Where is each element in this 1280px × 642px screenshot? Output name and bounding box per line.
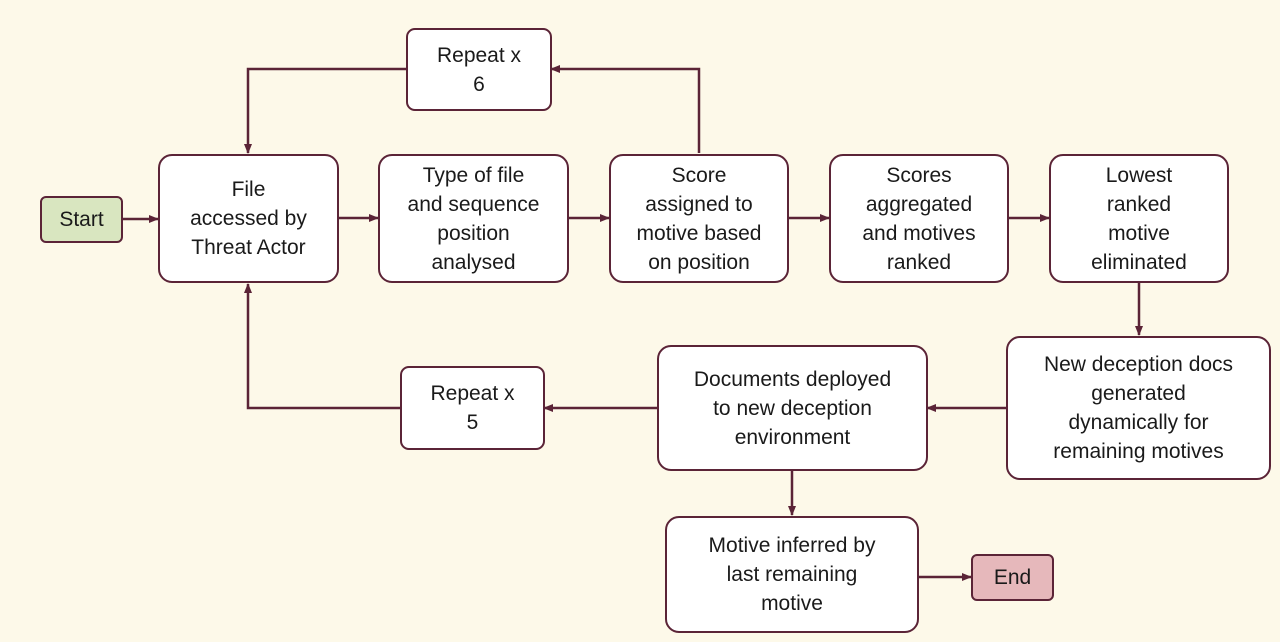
repeat-6-label: Repeat x 6 [436,43,522,96]
motive-inferred-label: Motive inferred by last remaining motive [708,534,876,615]
type-of-file-label: Type of file and sequence position analy… [407,163,540,274]
file-accessed-node: File accessed by Threat Actor [158,154,339,283]
arrow-score-to-repeat6 [550,65,701,153]
start-label: Start [59,208,104,231]
start-node: Start [40,196,123,243]
repeat-5-label: Repeat x 5 [430,382,515,434]
new-docs-label: New deception docs generated dynamically… [1043,353,1234,463]
lowest-ranked-label: Lowest ranked motive eliminated [1091,163,1187,274]
arrow-repeat6-to-file [244,67,407,154]
scores-aggregated-label: Scores aggregated and motives ranked [862,163,976,274]
repeat-6-node: Repeat x 6 [406,28,552,111]
lowest-ranked-node: Lowest ranked motive eliminated [1049,154,1229,283]
motive-inferred-node: Motive inferred by last remaining motive [665,516,919,633]
end-node: End [971,554,1054,601]
documents-deployed-label: Documents deployed to new deception envi… [693,367,892,449]
arrow-repeat5-to-file [244,283,401,410]
score-assigned-node: Score assigned to motive based on positi… [609,154,789,283]
repeat-5-node: Repeat x 5 [400,366,545,450]
scores-aggregated-node: Scores aggregated and motives ranked [829,154,1009,283]
new-docs-node: New deception docs generated dynamically… [1006,336,1271,480]
type-of-file-node: Type of file and sequence position analy… [378,154,569,283]
file-accessed-label: File accessed by Threat Actor [190,178,307,259]
score-assigned-label: Score assigned to motive based on positi… [636,163,762,274]
documents-deployed-node: Documents deployed to new deception envi… [657,345,928,471]
end-label: End [993,566,1032,589]
